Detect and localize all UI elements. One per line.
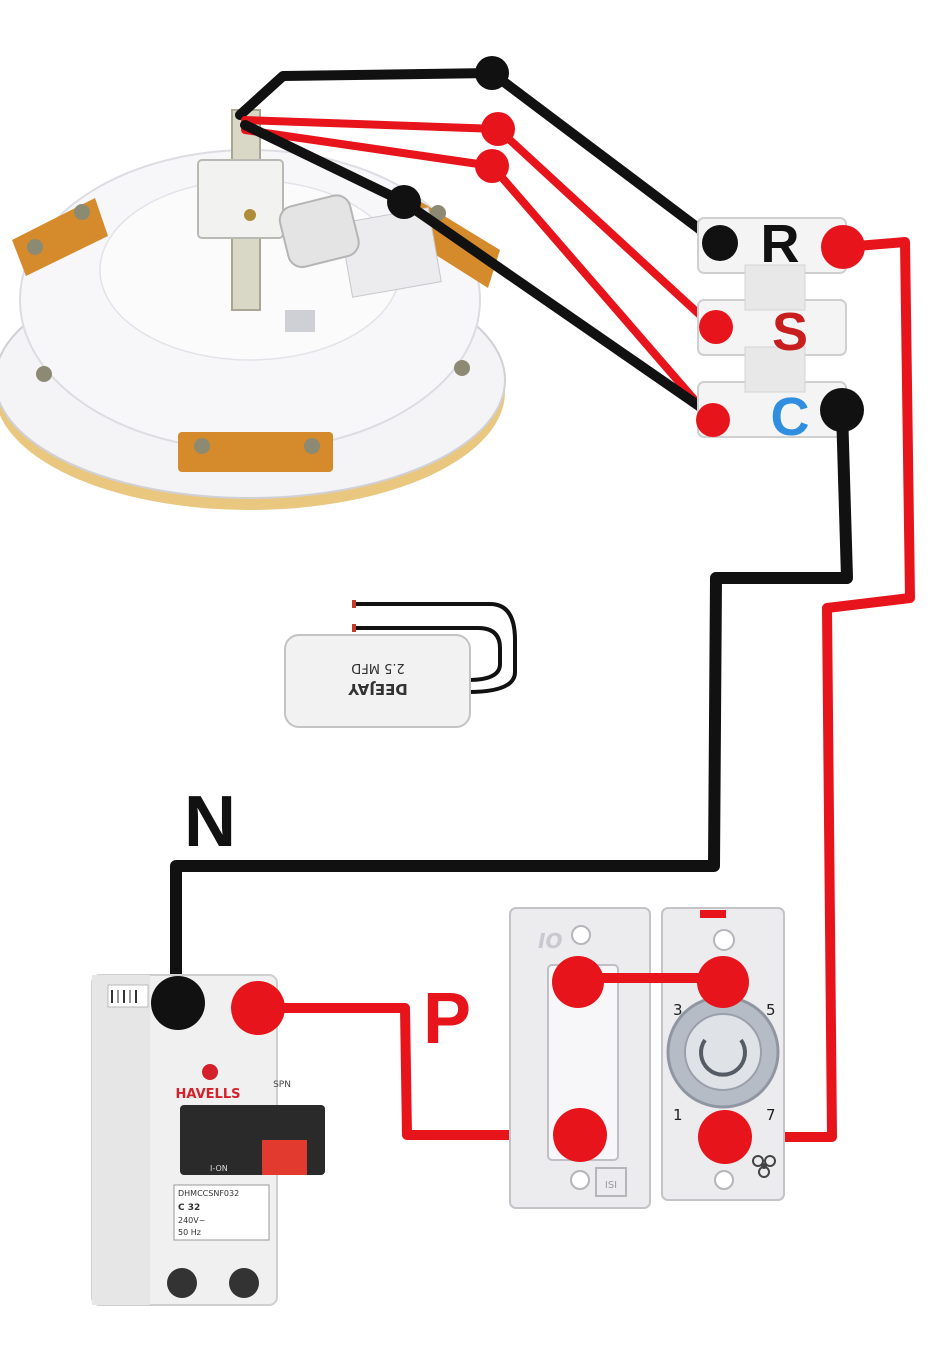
terminal-r-input-dot (702, 225, 738, 261)
screw-icon (454, 360, 470, 376)
capacitor-brand: DEEJAY (347, 680, 408, 698)
screw-icon (36, 366, 52, 382)
motor-clamp-bottom (178, 432, 333, 472)
terminal-label-c: C (771, 387, 810, 447)
fan-wires (235, 56, 723, 424)
terminal-block: R S C (697, 214, 847, 447)
switch-logo: IO (538, 929, 562, 953)
phase-wire-regulator-to-r (720, 237, 915, 1142)
mcb-brand: HAVELLS (176, 1087, 241, 1102)
terminal-s-input-dot (699, 310, 733, 344)
mcb-voltage: 240V~ (178, 1216, 205, 1225)
phase-label: P (423, 979, 471, 1059)
terminal-c-input-dot (696, 403, 730, 437)
regulator-top-terminal-dot (697, 956, 749, 1008)
capacitor-value: 2.5 MFD (351, 660, 405, 675)
terminal-c-output-dot (820, 388, 864, 432)
regulator-bottom-terminal-dot (698, 1110, 752, 1164)
switch-plate: IO ISI (509, 907, 651, 1209)
mcb-model: DHMCCSNF032 (178, 1189, 239, 1198)
mcb-phase-terminal-dot (231, 981, 285, 1035)
mcb-rating: C 32 (178, 1203, 200, 1213)
motor-clamp-left (12, 198, 108, 276)
ceiling-fan-motor (0, 109, 506, 510)
havells-logo-icon (202, 1064, 218, 1080)
isi-mark: ISI (605, 1180, 617, 1191)
switch-top-terminal-dot (552, 956, 604, 1008)
mcb-breaker: HAVELLS SPN I-ON DHMCCSNF032 C 32 240V~ … (91, 974, 325, 1306)
mcb-frequency: 50 Hz (178, 1228, 201, 1237)
regulator-knob[interactable] (699, 1038, 747, 1077)
motor-connector-block (197, 159, 284, 239)
mcb-neutral-terminal-dot (151, 976, 205, 1030)
motor-capacitor (278, 194, 360, 269)
regulator-step-1: 1 (673, 1106, 683, 1124)
regulator-step-3: 3 (673, 1001, 683, 1019)
mcb-bottom-terminal-right (229, 1268, 259, 1298)
fan-symbol-icon (752, 1155, 776, 1178)
regulator-step-7: 7 (766, 1106, 776, 1124)
phase-wire-mcb-to-switch (250, 1003, 585, 1140)
capacitor: DEEJAY 2.5 MFD (284, 600, 517, 728)
terminal-label-r: R (761, 214, 800, 274)
neutral-wire-c-to-mcb (170, 404, 853, 1006)
regulator-step-5: 5 (766, 1001, 776, 1019)
main-wires (170, 237, 915, 1142)
terminal-label-s: S (772, 302, 808, 362)
fan-black-wire-to-r (235, 68, 723, 248)
mcb-on-text: I-ON (210, 1164, 228, 1173)
mcb-pole-text: SPN (273, 1080, 291, 1090)
neutral-label: N (184, 782, 236, 862)
mcb-bottom-terminal-left (167, 1268, 197, 1298)
switch-bottom-terminal-dot (553, 1108, 607, 1162)
terminal-r-output-dot (821, 225, 865, 269)
